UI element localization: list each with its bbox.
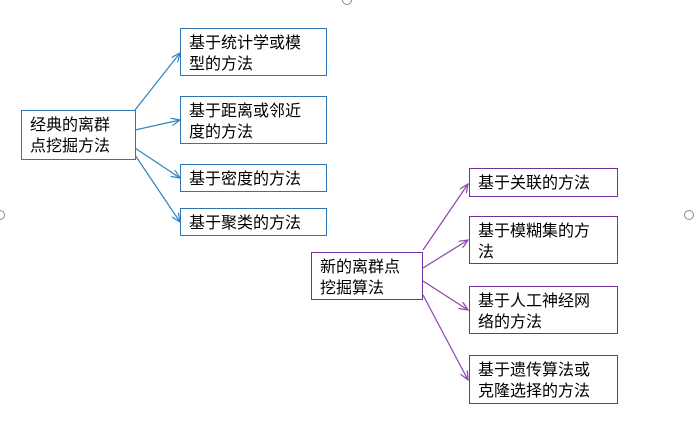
connector-arrow-association <box>422 184 468 251</box>
connector-arrow-statistical <box>134 53 180 111</box>
connector-arrow-density <box>134 147 180 178</box>
modern-root-box[interactable]: 新的离群点 挖掘算法 <box>311 252 423 300</box>
connector-arrow-clustering <box>134 154 180 222</box>
connector-arrow-fuzzy <box>422 240 468 269</box>
node-density[interactable]: 基于密度的方法 <box>180 164 327 192</box>
node-association[interactable]: 基于关联的方法 <box>469 168 618 197</box>
node-statistical-model[interactable]: 基于统计学或模 型的方法 <box>180 28 327 76</box>
node-genetic-clonal[interactable]: 基于遗传算法或 克隆选择的方法 <box>469 355 618 404</box>
resize-handle-right[interactable] <box>684 210 694 220</box>
connector-arrow-neural <box>422 280 468 310</box>
node-neural-network[interactable]: 基于人工神经网 络的方法 <box>469 286 618 334</box>
node-clustering[interactable]: 基于聚类的方法 <box>180 208 327 236</box>
traditional-root-box[interactable]: 经典的离群 点挖掘方法 <box>21 110 136 160</box>
connector-arrow-genetic <box>422 294 468 380</box>
connector-arrow-distance <box>134 120 180 131</box>
node-fuzzy-set[interactable]: 基于模糊集的方 法 <box>469 216 618 264</box>
node-distance-proximity[interactable]: 基于距离或邻近 度的方法 <box>180 96 327 144</box>
